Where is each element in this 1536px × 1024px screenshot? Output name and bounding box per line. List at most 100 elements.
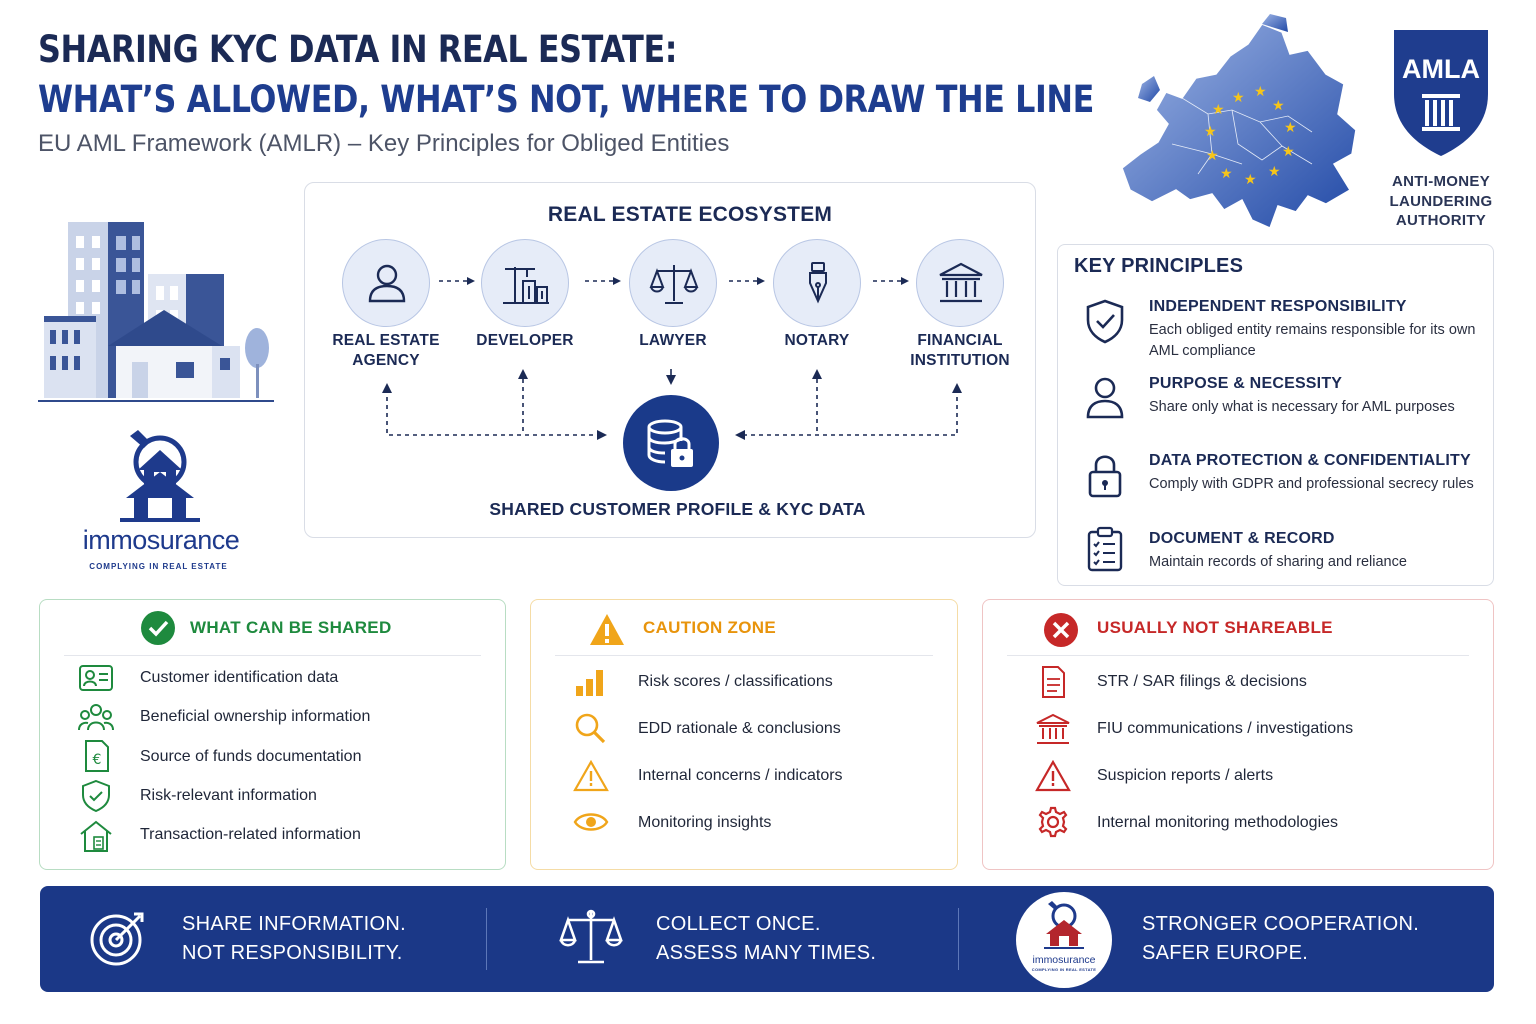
- caution-title: CAUTION ZONE: [643, 618, 776, 637]
- svg-text:★: ★: [1212, 102, 1225, 118]
- magnifier-icon: [575, 713, 606, 744]
- id-card-icon: [79, 665, 113, 691]
- warning-icon: [590, 614, 624, 645]
- footer-logo: immosurance COMPLYING IN REAL ESTATE: [1016, 892, 1112, 988]
- shield-check-icon: [1086, 299, 1124, 344]
- svg-text:★: ★: [1220, 166, 1233, 182]
- svg-text:★: ★: [1254, 84, 1267, 100]
- list-item: FIU communications / investigations: [1097, 720, 1354, 737]
- immosurance-logo-icon: [1044, 901, 1084, 949]
- node-notary: [773, 239, 861, 327]
- immosurance-logo-icon: [120, 430, 200, 522]
- check-circle-icon: [141, 611, 175, 645]
- list-item: Internal concerns / indicators: [638, 767, 843, 784]
- can-share-panel: WHAT CAN BE SHARED Customer identificati…: [39, 599, 506, 870]
- amla-caption-line-2: LAUNDERING: [1389, 192, 1493, 210]
- key-principles-panel: KEY PRINCIPLES INDEPENDENT RESPONSIBILIT…: [1057, 244, 1494, 586]
- brand-tagline: COMPLYING IN REAL ESTATE: [89, 562, 228, 571]
- list-item: Risk-relevant information: [140, 787, 317, 804]
- footer-block-2: COLLECT ONCE. ASSESS MANY TIMES.: [656, 913, 877, 964]
- not-shareable-panel: USUALLY NOT SHAREABLE STR / SAR filings …: [982, 599, 1494, 870]
- bank-icon: [1036, 713, 1070, 744]
- svg-text:★: ★: [1204, 124, 1217, 140]
- svg-text:€: €: [93, 752, 102, 768]
- database-lock-icon: [647, 419, 693, 467]
- divider: [555, 655, 933, 656]
- document-icon: [1042, 666, 1065, 698]
- crane-building-icon: [503, 267, 549, 304]
- principle-heading: DOCUMENT & RECORD: [1149, 530, 1335, 547]
- bar-chart-icon: [576, 670, 603, 696]
- brand-name: immosurance: [82, 525, 240, 555]
- principle-text: Comply with GDPR and professional secrec…: [1149, 476, 1474, 492]
- node-label-developer: DEVELOPER: [476, 332, 574, 349]
- warning-icon: [1035, 760, 1071, 792]
- svg-text:★: ★: [1268, 164, 1281, 180]
- warning-icon: [573, 760, 609, 792]
- target-icon: [90, 912, 144, 966]
- svg-text:★: ★: [1282, 144, 1295, 160]
- fountain-pen-icon: [809, 262, 827, 304]
- list-item: Transaction-related information: [140, 826, 361, 843]
- node-label-financial-institution: FINANCIAL INSTITUTION: [910, 332, 1010, 369]
- shared-data-hub: [623, 395, 719, 491]
- node-label-agency: REAL ESTATE AGENCY: [332, 332, 440, 369]
- node-developer: [481, 239, 569, 327]
- list-item: EDD rationale & conclusions: [638, 720, 841, 737]
- person-icon: [368, 264, 406, 303]
- amla-caption-line-1: ANTI-MONEY: [1392, 173, 1490, 190]
- person-icon: [1086, 377, 1124, 419]
- footer-banner: SHARE INFORMATION. NOT RESPONSIBILITY. C…: [40, 886, 1494, 992]
- euro-document-icon: €: [85, 740, 109, 772]
- node-lawyer: [629, 239, 717, 327]
- title-line-2: WHAT’S ALLOWED, WHAT’S NOT, WHERE TO DRA…: [38, 78, 1094, 121]
- clipboard-checklist-icon: [1087, 526, 1123, 572]
- padlock-icon: [1088, 455, 1122, 498]
- principle-text: Each obliged entity remains responsible …: [1149, 322, 1476, 359]
- group-icon: [78, 704, 114, 731]
- not-shareable-title: USUALLY NOT SHAREABLE: [1097, 618, 1333, 637]
- can-share-title: WHAT CAN BE SHARED: [190, 618, 392, 637]
- shield-check-icon: [82, 780, 110, 812]
- list-item: Customer identification data: [140, 669, 339, 686]
- caution-panel: CAUTION ZONE Risk scores / classificatio…: [530, 599, 958, 870]
- close-circle-icon: [1044, 613, 1078, 647]
- scales-icon: [559, 909, 623, 964]
- node-label-lawyer: LAWYER: [639, 332, 707, 349]
- principle-text: Maintain records of sharing and reliance: [1149, 554, 1407, 570]
- node-real-estate-agency: [342, 239, 430, 327]
- ecosystem-connectors: [382, 277, 962, 440]
- eu-map-icon: ★ ★ ★ ★ ★ ★ ★ ★ ★ ★ ★: [1121, 14, 1357, 230]
- house-document-icon: [80, 820, 112, 852]
- title-line-1: SHARING KYC DATA IN REAL ESTATE:: [38, 28, 678, 71]
- subtitle: EU AML Framework (AMLR) – Key Principles…: [38, 130, 730, 157]
- footer-block-1: SHARE INFORMATION. NOT RESPONSIBILITY.: [182, 913, 406, 964]
- footer-block-3: STRONGER COOPERATION. SAFER EUROPE.: [1142, 913, 1420, 964]
- bank-icon: [939, 262, 983, 303]
- svg-text:★: ★: [1244, 172, 1257, 188]
- principle-text: Share only what is necessary for AML pur…: [1149, 399, 1455, 415]
- scales-icon: [649, 265, 699, 304]
- footer-logo-tagline: COMPLYING IN REAL ESTATE: [1031, 967, 1097, 972]
- principle-heading: DATA PROTECTION & CONFIDENTIALITY: [1149, 452, 1471, 469]
- footer-divider: [486, 908, 487, 970]
- divider: [64, 655, 481, 656]
- list-item: Risk scores / classifications: [638, 673, 833, 690]
- footer-logo-name: immosurance: [1032, 954, 1096, 966]
- list-item: Beneficial ownership information: [140, 708, 371, 725]
- footer-divider: [958, 908, 959, 970]
- hub-label: SHARED CUSTOMER PROFILE & KYC DATA: [489, 499, 866, 519]
- svg-text:★: ★: [1284, 120, 1297, 136]
- svg-text:★: ★: [1272, 98, 1285, 114]
- divider: [1007, 655, 1469, 656]
- gear-icon: [1038, 806, 1068, 838]
- principle-heading: INDEPENDENT RESPONSIBILITY: [1149, 298, 1407, 315]
- amla-shield-text: AMLA: [1402, 54, 1480, 84]
- list-item: STR / SAR filings & decisions: [1097, 673, 1307, 690]
- eye-icon: [573, 813, 609, 831]
- list-item: Suspicion reports / alerts: [1097, 767, 1274, 784]
- amla-caption: ANTI-MONEY LAUNDERING AUTHORITY: [1376, 172, 1506, 231]
- node-label-notary: NOTARY: [784, 332, 850, 349]
- ecosystem-title: REAL ESTATE ECOSYSTEM: [547, 203, 833, 226]
- list-item: Internal monitoring methodologies: [1097, 814, 1339, 831]
